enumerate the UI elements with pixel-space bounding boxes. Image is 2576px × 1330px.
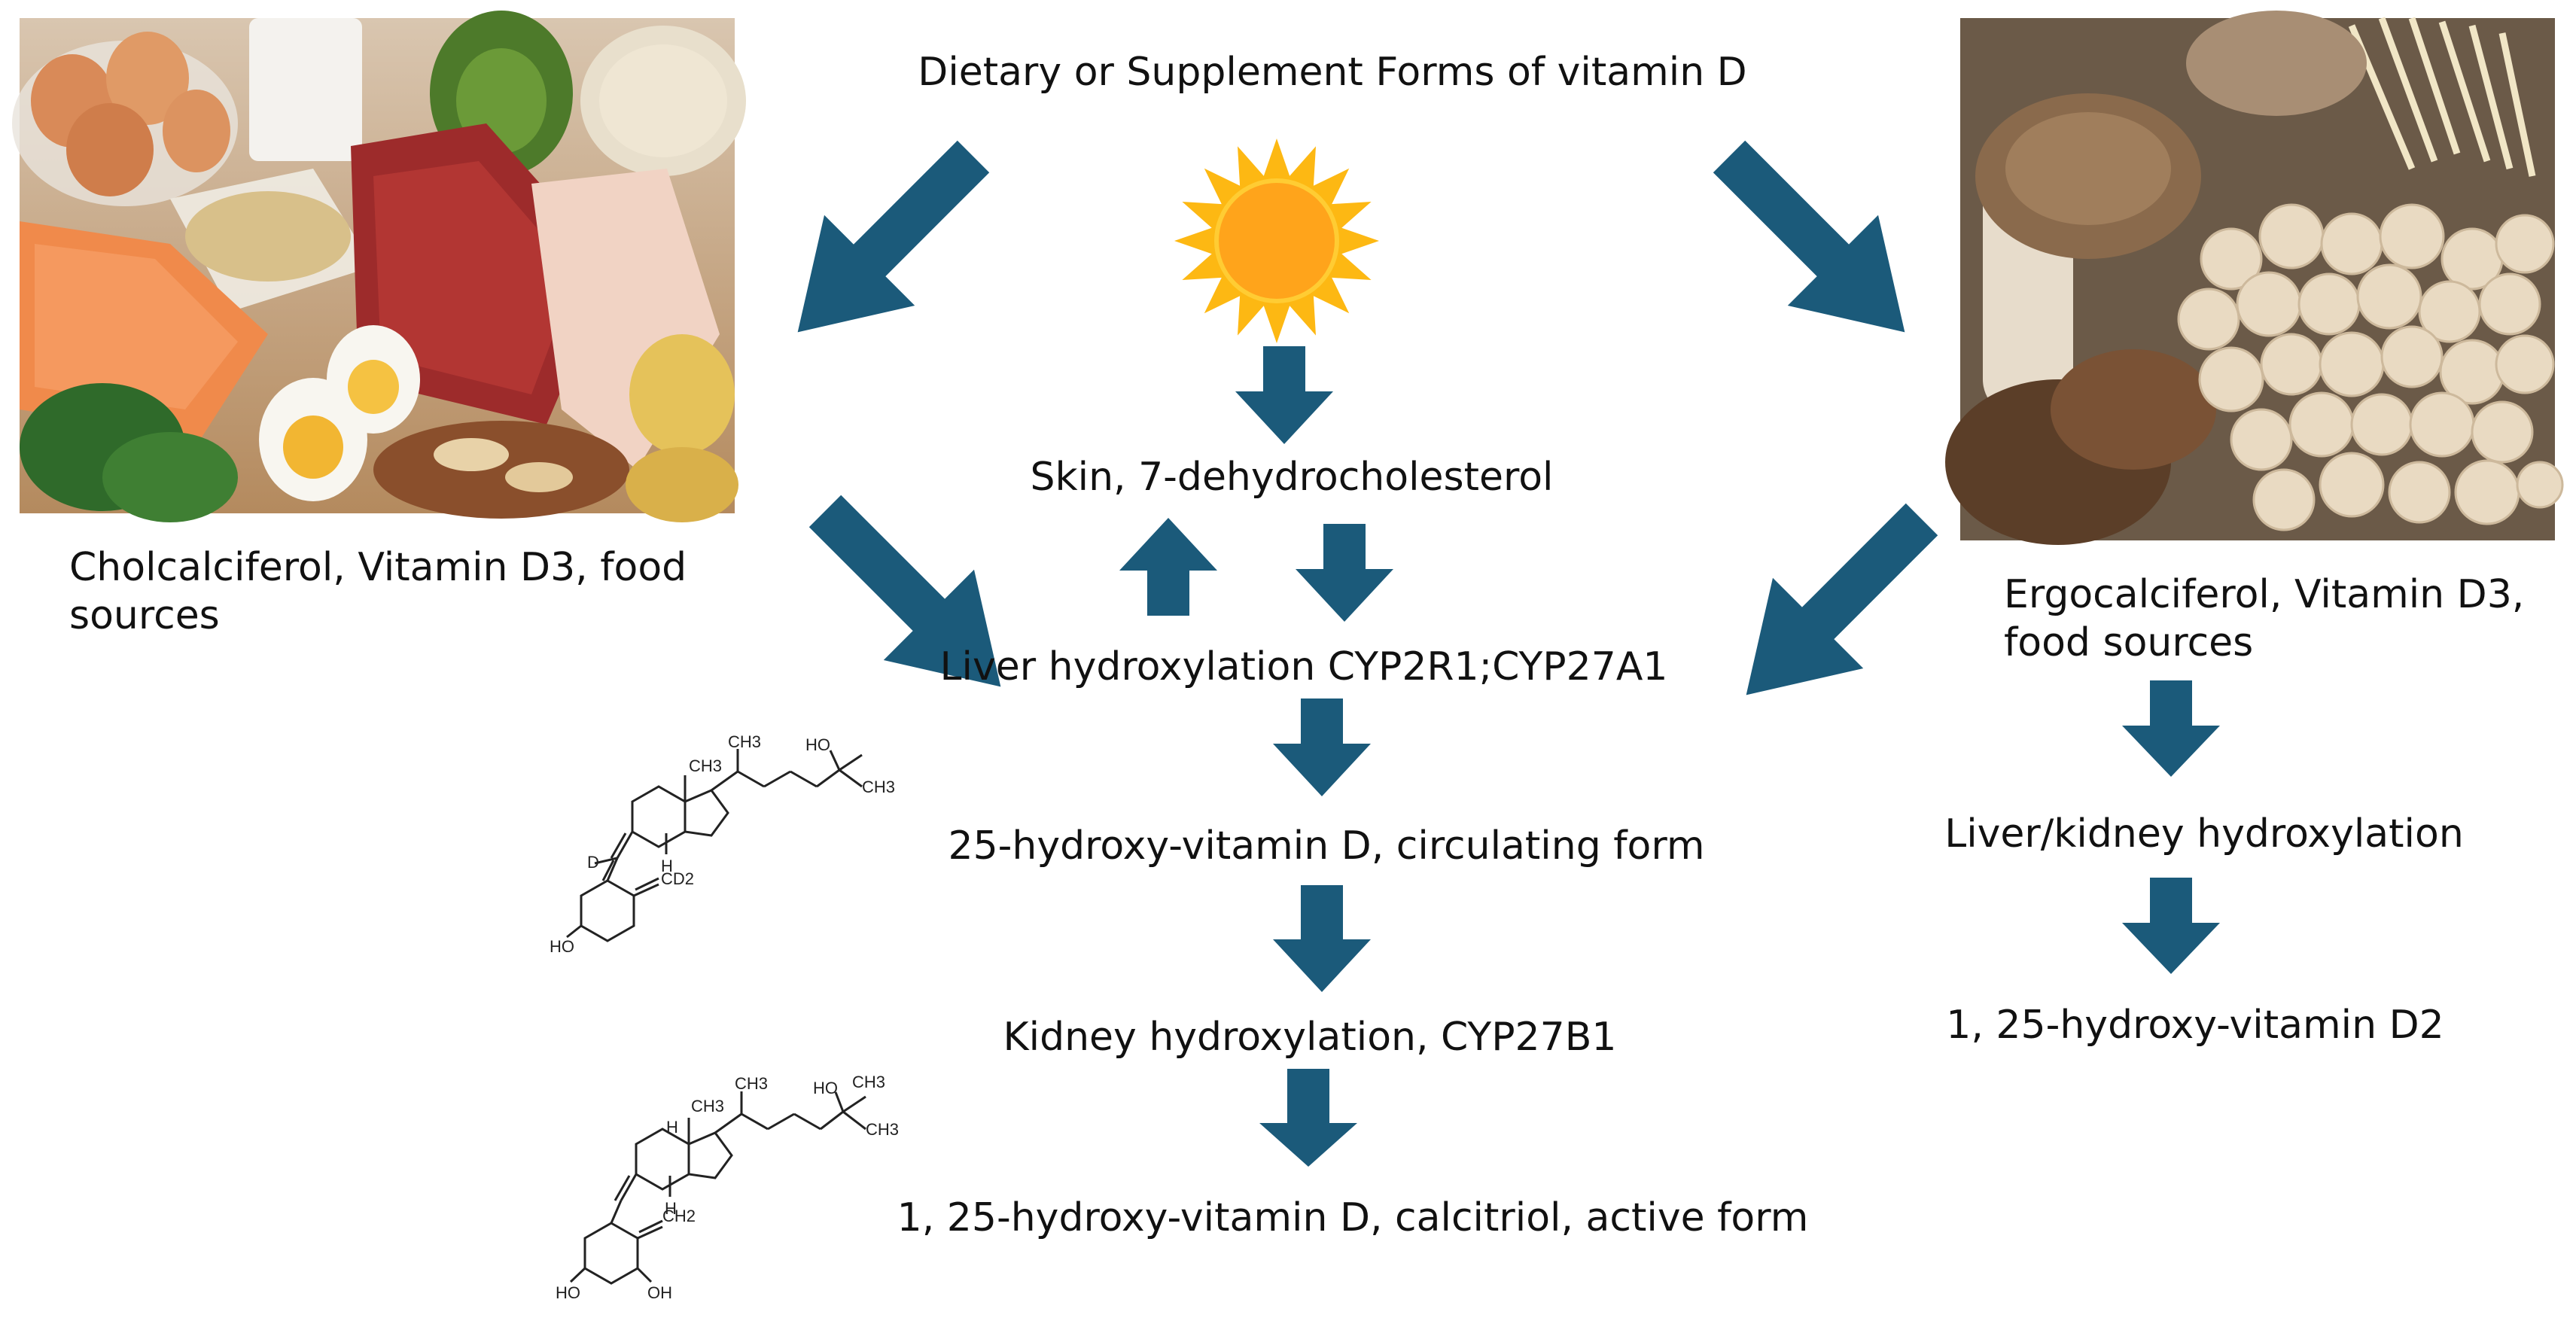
- svg-text:CH2: CH2: [662, 1207, 696, 1225]
- sun-icon: [1171, 135, 1382, 346]
- kidney-step-label: Kidney hydroxylation, CYP27B1: [1003, 1015, 1617, 1060]
- skin-step-label: Skin, 7-dehydrocholesterol: [1030, 455, 1554, 500]
- svg-text:H: H: [666, 1118, 678, 1137]
- right-source-label: Ergocalciferol, Vitamin D3, food sources: [2004, 572, 2525, 665]
- food-sources-photo: [12, 11, 746, 522]
- arrow-to-left-source: [797, 140, 990, 333]
- svg-text:HO: HO: [805, 735, 830, 754]
- svg-text:HO: HO: [556, 1283, 580, 1302]
- svg-text:CH3: CH3: [852, 1073, 885, 1091]
- arrow-right-to-liver: [1746, 503, 1938, 695]
- svg-text:CD2: CD2: [661, 869, 694, 888]
- diagram-title: Dietary or Supplement Forms of vitamin D: [918, 50, 1747, 95]
- molecule-structure-1: CH3 CH3 HO CH3 H D CD2 HO: [550, 732, 895, 956]
- svg-text:CH3: CH3: [866, 1120, 899, 1139]
- arrow-circulating-to-kidney: [1273, 885, 1371, 992]
- svg-text:CH3: CH3: [735, 1074, 768, 1093]
- svg-text:H: H: [665, 1199, 677, 1218]
- d2-product-label: 1, 25-hydroxy-vitamin D2: [1946, 1003, 2444, 1048]
- circulating-step-label: 25-hydroxy-vitamin D, circulating form: [948, 823, 1705, 869]
- svg-text:D: D: [587, 853, 599, 872]
- arrow-liver-kidney-to-product: [2122, 878, 2220, 974]
- svg-text:CH3: CH3: [862, 778, 895, 796]
- molecule-structure-2: CH3 CH3 HO CH3 CH3 H H CH2 HO OH: [556, 1073, 899, 1302]
- svg-text:HO: HO: [813, 1079, 838, 1097]
- arrow-kidney-to-active: [1259, 1069, 1357, 1167]
- svg-text:OH: OH: [647, 1283, 672, 1302]
- sun-disc: [1214, 178, 1339, 303]
- arrow-to-right-source: [1713, 140, 1905, 333]
- mushroom-photo: [1945, 11, 2564, 545]
- arrow-sun-to-skin: [1235, 346, 1333, 444]
- svg-text:CH3: CH3: [728, 732, 761, 751]
- svg-text:CH3: CH3: [689, 756, 722, 775]
- svg-text:HO: HO: [550, 937, 574, 956]
- d2-liver-kidney-label: Liver/kidney hydroxylation: [1944, 811, 2464, 857]
- svg-text:CH3: CH3: [691, 1097, 724, 1115]
- svg-text:H: H: [661, 857, 673, 875]
- arrow-source-to-liver-kidney: [2122, 680, 2220, 777]
- arrow-skin-to-liver: [1296, 524, 1393, 622]
- arrow-left-to-liver: [808, 495, 1001, 687]
- active-step-label: 1, 25-hydroxy-vitamin D, calcitriol, act…: [897, 1195, 1809, 1240]
- left-source-label: Cholcalciferol, Vitamin D3, food sources: [69, 545, 687, 638]
- liver-step-label: Liver hydroxylation CYP2R1;CYP27A1: [939, 644, 1668, 689]
- arrow-liver-to-circulating: [1273, 698, 1371, 796]
- arrow-liver-to-skin: [1119, 518, 1217, 616]
